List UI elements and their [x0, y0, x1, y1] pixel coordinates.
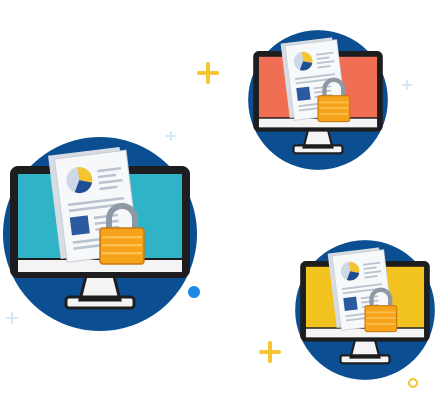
text-line	[317, 65, 331, 69]
computer-bottom-right	[295, 240, 435, 380]
text-line	[362, 261, 381, 266]
padlock-stripe	[102, 244, 142, 247]
blue-dot	[188, 286, 200, 298]
padlock-stripe	[102, 252, 142, 255]
text-line	[99, 185, 118, 191]
plus-sparkle-icon	[197, 62, 219, 84]
pie-chart-icon	[293, 51, 313, 71]
text-line	[316, 56, 330, 60]
text-line	[98, 178, 123, 185]
padlock-stripe	[366, 311, 396, 314]
text-line	[295, 77, 336, 85]
text-line	[315, 51, 334, 56]
text-line	[342, 283, 383, 290]
sparkle-icon	[166, 131, 176, 141]
text-line	[68, 196, 124, 207]
monitor-stand	[64, 274, 136, 310]
computer-top-right	[248, 30, 388, 170]
yellow-ring	[408, 378, 418, 388]
padlock-stripe	[366, 322, 396, 325]
monitor-chin	[305, 328, 425, 338]
text-line	[295, 73, 336, 80]
padlock-stripe	[366, 317, 396, 319]
padlock-icon	[99, 203, 145, 265]
pie-chart-icon	[340, 261, 360, 281]
padlock-stripe	[319, 112, 349, 115]
decorations	[6, 62, 418, 388]
text-line	[342, 287, 383, 295]
image-block	[296, 86, 311, 102]
text-line	[97, 166, 122, 173]
sparkle-icon	[6, 312, 18, 324]
padlock-icon	[317, 77, 351, 123]
padlock-shackle	[369, 287, 393, 308]
padlock-stripe	[319, 101, 349, 104]
text-line	[364, 275, 378, 279]
computer-large	[3, 137, 197, 331]
pie-chart-icon	[66, 167, 93, 194]
monitor-chin	[258, 118, 378, 128]
text-line	[97, 173, 117, 179]
monitor-stand	[339, 339, 391, 365]
padlock-shackle	[322, 77, 346, 98]
image-block	[69, 215, 90, 236]
plus-sparkle-icon	[259, 341, 281, 363]
text-line	[317, 60, 335, 65]
sparkle-icon	[402, 80, 412, 90]
padlock-stripe	[102, 236, 142, 239]
text-line	[363, 266, 377, 270]
text-line	[364, 270, 382, 275]
padlock-stripe	[319, 107, 349, 109]
padlock-icon	[364, 287, 398, 333]
padlock-shackle	[106, 203, 138, 230]
image-block	[343, 296, 358, 312]
text-line	[68, 202, 125, 213]
